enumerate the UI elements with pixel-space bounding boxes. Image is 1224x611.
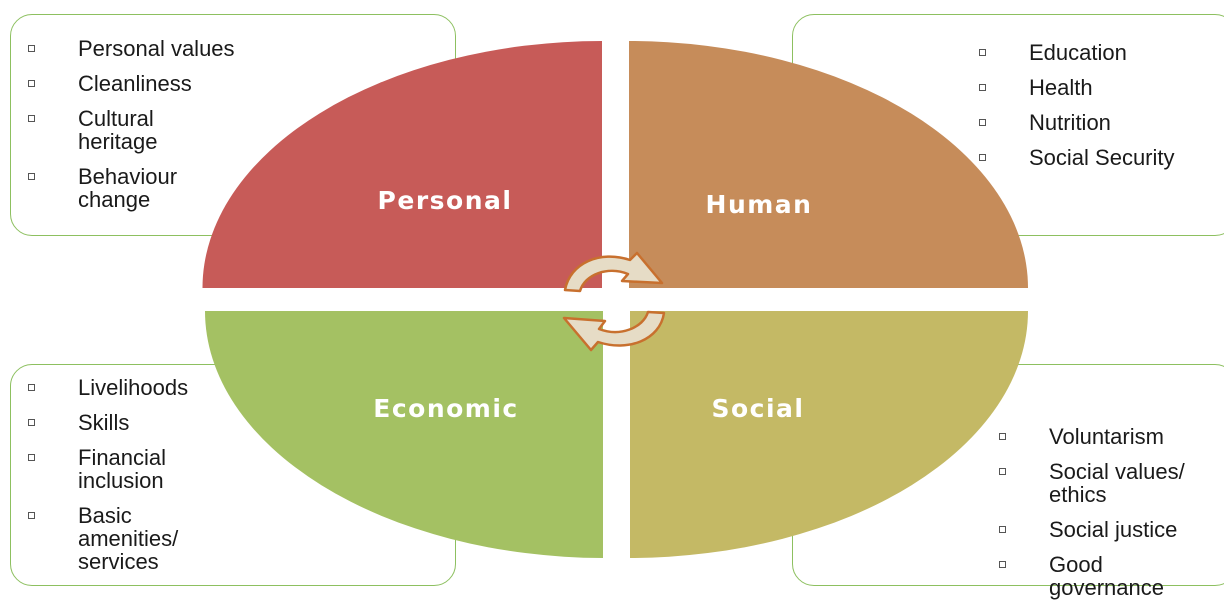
square-bullet-icon (999, 526, 1006, 533)
list-item-text: Cultural heritage (78, 106, 158, 154)
list-item: Livelihoods (24, 376, 188, 399)
social-quadrant (630, 311, 1028, 558)
list-item-text: Social justice (1049, 517, 1178, 542)
human-quadrant (629, 41, 1028, 288)
list-item: Cleanliness (24, 72, 235, 95)
list-item: Skills (24, 411, 188, 434)
quadrant-ellipse-diagram: Personal Human Economic Social (202, 41, 1028, 558)
list-item: Basic amenities/ services (24, 504, 188, 573)
quadrant-label-human: Human (706, 190, 813, 219)
list-item-text: Financial inclusion (78, 445, 167, 493)
list-item-text: Health (1029, 75, 1093, 100)
square-bullet-icon (979, 154, 986, 161)
economic-items-list: Livelihoods Skills Financial inclusion B… (24, 376, 188, 585)
square-bullet-icon (28, 80, 35, 87)
list-item-text: Skills (78, 410, 130, 435)
list-item: Health (975, 76, 1175, 99)
square-bullet-icon (28, 45, 35, 52)
list-item-text: Nutrition (1029, 110, 1111, 135)
square-bullet-icon (979, 49, 986, 56)
list-item-text: Cleanliness (78, 71, 192, 96)
quadrant-label-economic: Economic (373, 394, 518, 423)
list-item-text: Behaviour change (78, 164, 178, 212)
square-bullet-icon (28, 115, 35, 122)
square-bullet-icon (979, 84, 986, 91)
square-bullet-icon (999, 468, 1006, 475)
list-item: Social values/ ethics (995, 460, 1185, 506)
cycle-arrows-icon (562, 251, 666, 352)
square-bullet-icon (28, 173, 35, 180)
list-item: Nutrition (975, 111, 1175, 134)
human-items-list: Education Health Nutrition Social Securi… (975, 41, 1175, 181)
economic-quadrant (205, 311, 603, 558)
square-bullet-icon (28, 384, 35, 391)
list-item: Financial inclusion (24, 446, 188, 492)
square-bullet-icon (999, 433, 1006, 440)
list-item-text: Education (1029, 40, 1127, 65)
list-item-text: Social Security (1029, 145, 1175, 170)
list-item: Voluntarism (995, 425, 1185, 448)
personal-items-list: Personal values Cleanliness Cultural her… (24, 37, 235, 223)
cycle-arrow-lower (562, 310, 666, 352)
list-item-text: Basic amenities/ services (78, 503, 179, 574)
square-bullet-icon (979, 119, 986, 126)
list-item: Cultural heritage (24, 107, 235, 153)
cycle-arrow-upper (563, 251, 664, 293)
list-item: Social Security (975, 146, 1175, 169)
quadrant-label-social: Social (711, 394, 804, 423)
square-bullet-icon (28, 512, 35, 519)
square-bullet-icon (999, 561, 1006, 568)
list-item-text: Personal values (78, 36, 235, 61)
square-bullet-icon (28, 419, 35, 426)
list-item-text: Social values/ ethics (1049, 459, 1185, 507)
list-item: Education (975, 41, 1175, 64)
list-item: Behaviour change (24, 165, 235, 211)
personal-quadrant (202, 41, 602, 288)
list-item: Social justice (995, 518, 1185, 541)
list-item: Personal values (24, 37, 235, 60)
quadrant-label-personal: Personal (378, 186, 513, 215)
list-item-text: Livelihoods (78, 375, 189, 400)
square-bullet-icon (28, 454, 35, 461)
list-item-text: Voluntarism (1049, 424, 1164, 449)
